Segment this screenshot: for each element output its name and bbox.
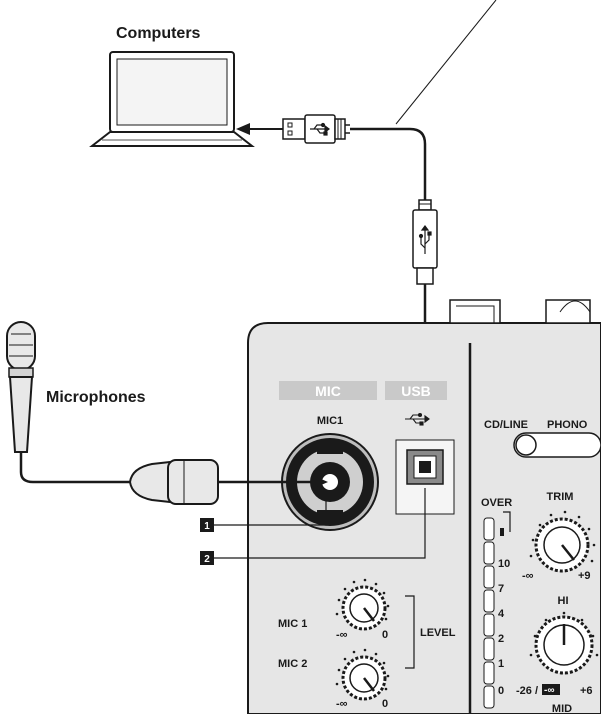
trim-knob bbox=[529, 510, 596, 573]
mic-header: MIC bbox=[315, 383, 341, 399]
mic1-input-jack bbox=[281, 433, 379, 531]
mic2-min: -∞ bbox=[336, 698, 348, 710]
mic-cable bbox=[19, 452, 130, 484]
usb-header: USB bbox=[401, 383, 431, 399]
mic1-label: MIC1 bbox=[317, 415, 343, 427]
callout-1: 1 bbox=[204, 521, 210, 532]
callout-1-box bbox=[200, 518, 214, 532]
usb-symbol-icon bbox=[418, 225, 432, 254]
arrow-to-mic-jack bbox=[312, 475, 328, 489]
hi-knob bbox=[529, 611, 599, 675]
microphones-label: Microphones bbox=[46, 389, 146, 406]
callout-2-box bbox=[200, 551, 214, 565]
usb-a-connector bbox=[282, 114, 350, 144]
mic2-knob-label: MIC 2 bbox=[278, 658, 307, 670]
meter-2: 2 bbox=[498, 633, 504, 645]
callout-2-line bbox=[214, 488, 426, 559]
mic2-max: 0 bbox=[382, 698, 388, 710]
mic1-max: 0 bbox=[382, 629, 388, 641]
meter-10: 10 bbox=[498, 558, 510, 570]
usb-symbol-icon bbox=[310, 122, 330, 136]
mic1-min: -∞ bbox=[336, 629, 348, 641]
usb-header-bar bbox=[385, 381, 447, 400]
trim-min: -∞ bbox=[522, 570, 534, 582]
mic-header-bar bbox=[279, 381, 377, 400]
usb-symbol-icon bbox=[405, 412, 430, 426]
mic2-level-knob bbox=[335, 648, 390, 701]
input-selector-switch bbox=[513, 432, 601, 458]
mic1-level-knob bbox=[335, 578, 390, 631]
mic1-knob-label: MIC 1 bbox=[278, 618, 307, 630]
usb-b-connector bbox=[412, 199, 438, 285]
mid-label: MID bbox=[552, 703, 572, 714]
arrow-to-computer bbox=[236, 123, 250, 135]
level-meter bbox=[483, 517, 495, 709]
usb-cable bbox=[350, 127, 427, 200]
laptop-icon bbox=[89, 51, 255, 147]
meter-7: 7 bbox=[498, 583, 504, 595]
callout-2: 2 bbox=[204, 554, 210, 565]
trim-label: TRIM bbox=[547, 491, 574, 503]
xlr-plug bbox=[128, 459, 219, 505]
callout-1-line bbox=[214, 500, 327, 526]
hi-max: +6 bbox=[580, 685, 593, 697]
trim-max: +9 bbox=[578, 570, 591, 582]
leader-line bbox=[395, 0, 497, 125]
hi-min: -26 / bbox=[516, 685, 538, 697]
hi-label: HI bbox=[558, 595, 569, 607]
meter-4: 4 bbox=[498, 608, 505, 620]
level-label: LEVEL bbox=[420, 627, 456, 639]
meter-1: 1 bbox=[498, 658, 504, 670]
level-bracket bbox=[405, 595, 415, 669]
phono-label: PHONO bbox=[547, 419, 588, 431]
cd-line-label: CD/LINE bbox=[484, 419, 528, 431]
meter-0: 0 bbox=[498, 685, 504, 697]
microphone-icon bbox=[6, 321, 36, 453]
computers-label: Computers bbox=[116, 25, 201, 42]
hi-min-inf: -∞ bbox=[544, 685, 554, 696]
over-label: OVER bbox=[481, 497, 512, 509]
